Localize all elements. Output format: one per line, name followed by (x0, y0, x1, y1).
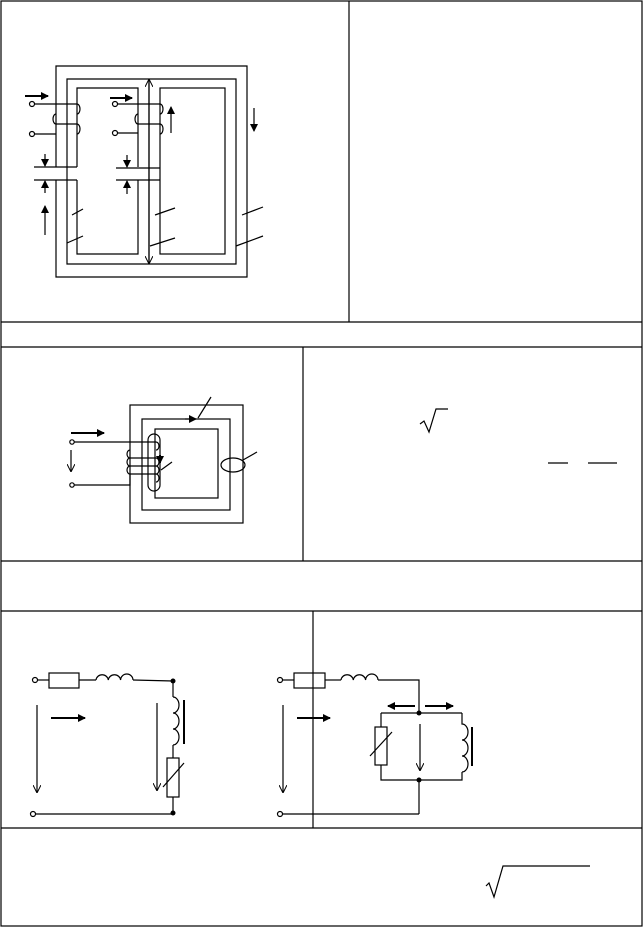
inductor (95, 673, 134, 681)
mean-flux-path (66, 78, 237, 265)
winding-1 (25, 92, 81, 138)
magnetic-circuit-diagram-2 (69, 396, 258, 524)
terminal (69, 482, 75, 488)
resistor (48, 672, 80, 689)
leader-line (149, 237, 176, 247)
square-root-sign (419, 408, 448, 434)
terminal (111, 129, 119, 137)
terminal (69, 439, 75, 445)
leader-line (66, 235, 84, 244)
cross-section-ellipse (220, 457, 246, 473)
leader-line (197, 396, 212, 419)
magnetic-circuit-diagram-1 (25, 65, 264, 278)
leader-line (242, 451, 258, 461)
core-left-window (76, 87, 139, 255)
nonlinear-resistor (374, 726, 388, 766)
leader-line (160, 461, 173, 471)
input-terminal (276, 676, 284, 684)
nonlinear-resistor (166, 757, 180, 798)
iron-core-inductor (461, 713, 469, 773)
wire (132, 679, 174, 682)
square-root-sign (485, 865, 590, 899)
nonlinear-mark (162, 762, 185, 788)
core-right-window (159, 87, 226, 255)
leader-line (241, 206, 264, 216)
input-terminal (29, 810, 37, 818)
wire (380, 713, 463, 781)
coil (35, 103, 81, 135)
core-outer (55, 65, 248, 278)
inductor (340, 673, 379, 681)
formula-fragments-row4 (485, 865, 590, 899)
node (170, 810, 176, 816)
terminal (111, 100, 119, 108)
leader-line (235, 235, 264, 247)
coil (74, 441, 160, 486)
leader-line (71, 208, 84, 216)
input-terminal (31, 676, 39, 684)
nonlinear-mark (369, 731, 393, 757)
winding-2 (110, 94, 164, 137)
core-window (154, 428, 219, 499)
formula-fragments-row2 (419, 408, 617, 464)
wire (378, 679, 420, 713)
circuit-diagram-parallel (276, 672, 473, 818)
terminal (28, 100, 36, 108)
terminal (28, 130, 36, 138)
coil (118, 103, 164, 135)
circuit-diagram-series (29, 672, 185, 818)
leader-line (154, 207, 176, 216)
iron-core-inductor (172, 696, 180, 746)
input-terminal (276, 810, 284, 818)
core-outer (129, 404, 244, 524)
resistor (293, 672, 326, 689)
